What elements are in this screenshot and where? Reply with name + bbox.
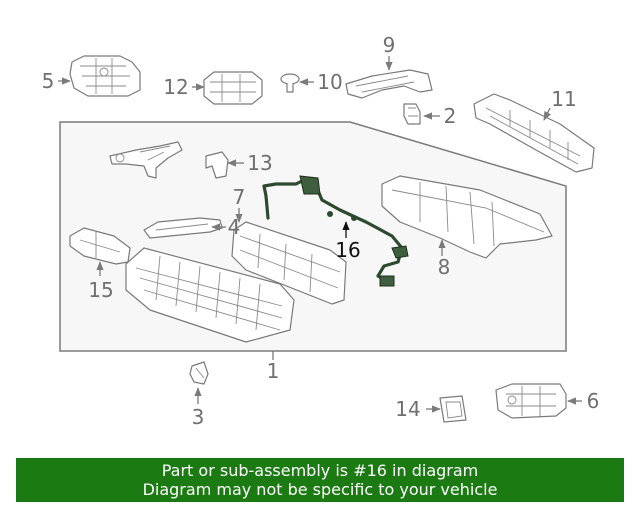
part-bracket-upper-left	[109, 141, 183, 179]
callout-7: 7	[233, 185, 246, 209]
callout-10: 10	[317, 70, 342, 94]
part-16-wire-harness	[262, 175, 409, 287]
callout-4: 4	[228, 215, 241, 239]
part-8-cover	[381, 175, 553, 259]
callout-13: 13	[247, 151, 272, 175]
callout-15: 15	[88, 278, 113, 302]
callout-11: 11	[551, 87, 576, 111]
info-banner: Part or sub-assembly is #16 in diagram D…	[16, 458, 624, 502]
callout-12: 12	[163, 75, 188, 99]
callout-2: 2	[444, 104, 457, 128]
banner-line-1: Part or sub-assembly is #16 in diagram	[161, 461, 479, 480]
part-battery-stack	[125, 247, 295, 343]
part-14-grommet	[439, 395, 467, 423]
part-13-bracket	[205, 151, 229, 179]
part-9-duct	[345, 69, 433, 99]
part-12-module	[203, 71, 263, 105]
part-7-bracket-bar	[231, 221, 347, 305]
banner-line-2: Diagram may not be specific to your vehi…	[142, 480, 498, 499]
callout-16: 16	[335, 238, 360, 262]
callout-1: 1	[267, 359, 280, 383]
callout-9: 9	[383, 33, 396, 57]
leader-11	[543, 107, 551, 121]
part-3-clip	[189, 361, 209, 385]
callout-8: 8	[438, 255, 451, 279]
part-4-plate	[143, 217, 223, 239]
parts-diagram: 5 12 10 9 2 11 13 7 4 16 8 15 1 3 14 6	[42, 33, 600, 429]
part-10-clip	[280, 73, 300, 93]
callout-14: 14	[395, 397, 420, 421]
callout-6: 6	[587, 389, 600, 413]
callout-5: 5	[42, 69, 55, 93]
callout-3: 3	[192, 405, 205, 429]
part-11-rail	[473, 93, 595, 173]
part-6-bracket	[495, 383, 567, 419]
part-5-bracket	[69, 55, 141, 97]
part-2-clip	[403, 103, 421, 125]
